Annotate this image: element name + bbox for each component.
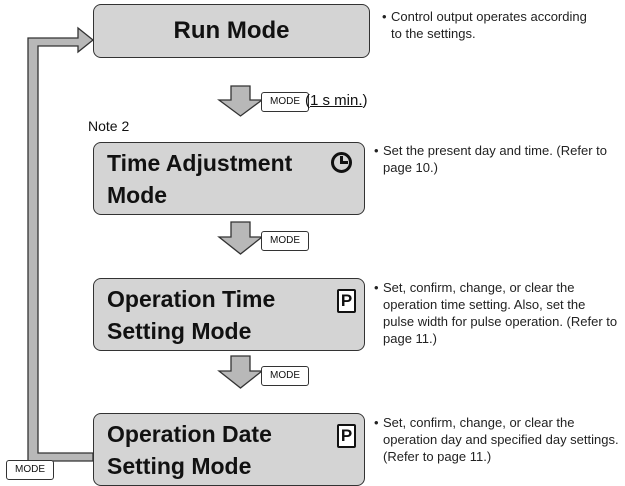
hold-duration-value: 1 s min. xyxy=(310,92,363,109)
mode-key-return: MODE xyxy=(6,460,54,480)
return-loop-arrow xyxy=(27,26,95,462)
time-adjustment-title-line1: Time Adjustment xyxy=(107,150,293,176)
run-mode-title: Run Mode xyxy=(173,17,290,44)
operation-time-mode-box: Operation Time Setting Mode P xyxy=(93,278,365,351)
time-adjustment-description: • Set the present day and time. (Refer t… xyxy=(374,143,608,175)
mode-key-2: MODE xyxy=(261,231,309,251)
program-p-icon: P xyxy=(337,289,356,313)
program-p-icon: P xyxy=(337,424,356,448)
hold-duration: (1 s min.) xyxy=(305,92,368,109)
operation-date-mode-box: Operation Date Setting Mode P xyxy=(93,413,365,486)
down-arrow-1 xyxy=(217,85,264,117)
operation-time-title-line1: Operation Time xyxy=(107,286,276,312)
clock-icon xyxy=(331,152,352,173)
time-adjustment-mode-box: Time Adjustment Mode xyxy=(93,142,365,215)
operation-date-description: • Set, confirm, change, or clear the ope… xyxy=(374,415,619,464)
time-adjustment-title-line2: Mode xyxy=(107,182,168,208)
note-2-label: Note 2 xyxy=(88,118,130,134)
operation-date-title-line1: Operation Date xyxy=(107,421,272,447)
operation-time-title-line2: Setting Mode xyxy=(107,318,252,344)
mode-key-1: MODE xyxy=(261,92,309,112)
run-mode-box: Run Mode xyxy=(93,4,370,58)
mode-key-3: MODE xyxy=(261,366,309,386)
operation-time-description: • Set, confirm, change, or clear the ope… xyxy=(374,280,618,346)
operation-date-title-line2: Setting Mode xyxy=(107,453,252,479)
down-arrow-3 xyxy=(217,355,264,389)
run-mode-description: • Control output operates according to t… xyxy=(382,9,587,41)
down-arrow-2 xyxy=(217,221,264,255)
